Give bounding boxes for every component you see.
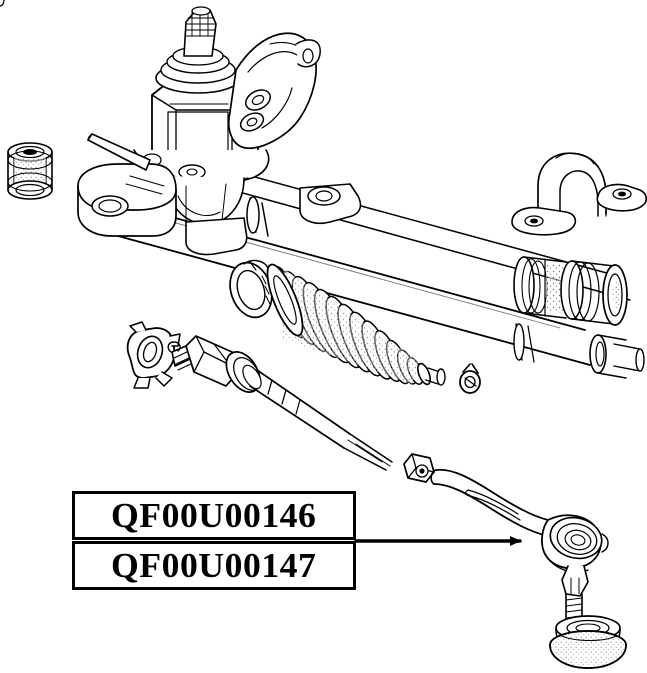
- boot-clamp-small: [459, 363, 481, 394]
- rack-tube-collar: [246, 196, 269, 237]
- bellows-boot: [266, 263, 446, 386]
- part-number-label-1: QF00U00146: [111, 496, 317, 535]
- tab-lock-washer: [126, 321, 181, 389]
- steering-gear-housing: [133, 6, 321, 225]
- mounting-flange-bracket: [77, 133, 248, 256]
- inner-tie-rod: [0, 0, 393, 471]
- ball-stud: [561, 565, 589, 621]
- ball-joint-housing: [541, 514, 609, 573]
- part-number-box-1: QF00U00146: [72, 491, 356, 540]
- part-number-label-2: QF00U00147: [111, 546, 317, 585]
- mount-bushing-left: [7, 142, 53, 200]
- part-number-box-2: QF00U00147: [72, 541, 356, 590]
- pinion-input-shaft: [183, 6, 217, 57]
- u-clamp-bracket: [511, 152, 647, 236]
- mount-bushing-right: [513, 256, 628, 326]
- part-number-callout-group: QF00U00146 QF00U00147: [72, 491, 356, 590]
- boot-clamp-ring: [229, 259, 273, 319]
- outer-tie-rod-end: [430, 468, 627, 669]
- jam-nut: [403, 453, 435, 483]
- right-housing-flange: [299, 183, 362, 225]
- ball-joint-dust-boot: [549, 615, 627, 669]
- rack-end-right: [513, 323, 645, 379]
